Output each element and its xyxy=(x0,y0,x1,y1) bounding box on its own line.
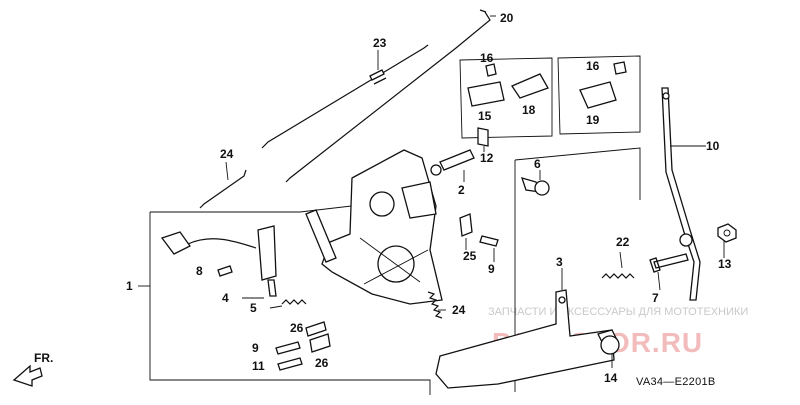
part-22-bolt xyxy=(600,335,620,355)
part-3-rod xyxy=(285,11,491,183)
callout-13: 5 xyxy=(250,301,257,315)
callout-18: 9 xyxy=(252,341,259,355)
callout-22: 14 xyxy=(604,371,618,385)
part-12-wire xyxy=(187,238,257,249)
callout-26: 19 xyxy=(586,113,600,127)
callout-24-right: 16 xyxy=(586,59,600,73)
part-25-connector xyxy=(511,73,549,99)
part-24-screw-left xyxy=(485,63,497,77)
part-2-hole xyxy=(662,92,670,100)
callout-1: 1 xyxy=(126,279,133,293)
part-11-hole xyxy=(558,296,566,304)
callout-23: 15 xyxy=(478,109,492,123)
callout-15: 7 xyxy=(652,291,659,305)
callout-2: 10 xyxy=(706,139,720,153)
part-1-boss xyxy=(369,191,395,217)
part-21-nut xyxy=(717,223,737,243)
part-24-screw-right xyxy=(613,61,627,75)
callout-8: 25 xyxy=(463,249,477,263)
leader-13 xyxy=(269,305,283,309)
callout-17: 9 xyxy=(488,262,495,276)
part-6-rod xyxy=(199,169,247,209)
callout-25: 18 xyxy=(522,103,536,117)
group-box-26 xyxy=(557,55,641,135)
callout-3: 20 xyxy=(500,11,514,25)
part-12-switch xyxy=(257,225,277,281)
front-direction-label: FR. xyxy=(34,351,53,365)
part-10-nut xyxy=(430,164,442,176)
part-5-rod xyxy=(261,44,429,149)
callout-11: 3 xyxy=(556,255,563,269)
group-box-23-25 xyxy=(459,57,553,139)
leader-6 xyxy=(225,161,229,181)
callout-9-lower: 26 xyxy=(315,356,329,370)
part-1-base-plate xyxy=(321,149,443,305)
part-3-hook xyxy=(479,9,487,13)
leader-4 xyxy=(619,251,623,269)
callout-24-left: 16 xyxy=(480,51,494,65)
front-arrow-icon xyxy=(12,364,43,387)
part-18-screw xyxy=(275,341,301,355)
callout-19: 11 xyxy=(252,359,265,373)
part-1-bracket xyxy=(401,181,437,219)
part-2-pivot xyxy=(679,233,693,247)
part-9-spring-upper xyxy=(305,321,327,337)
part-13-spring xyxy=(281,299,307,305)
callout-4: 22 xyxy=(616,235,630,249)
part-4-spring xyxy=(601,273,635,279)
group-outline-left xyxy=(149,211,431,395)
diagram-code: VA34—E2201B xyxy=(636,376,716,388)
part-21-hole xyxy=(723,229,731,237)
part-8-clip xyxy=(459,213,473,237)
part-1-ribs xyxy=(359,237,429,285)
part-9-spring-lower xyxy=(309,333,331,353)
callout-16: 8 xyxy=(196,264,203,278)
part-26-clamp xyxy=(579,81,617,109)
part-23-clamp xyxy=(467,81,505,107)
part-12-pin xyxy=(267,279,277,297)
part-2-lever xyxy=(661,87,701,301)
part-12-terminal xyxy=(160,231,191,255)
callout-14: 6 xyxy=(534,157,541,171)
part-19-screw xyxy=(277,357,303,371)
part-15-pin xyxy=(649,253,689,273)
group-outline-link xyxy=(299,204,361,213)
callout-9-upper: 26 xyxy=(290,321,304,335)
callout-12: 4 xyxy=(222,291,229,305)
part-14-head xyxy=(534,180,550,196)
part-7-spring xyxy=(427,291,443,319)
watermark-text: ЗАПЧАСТИ И АКСЕССУАРЫ ДЛЯ МОТОТЕХНИКИ xyxy=(488,306,748,318)
part-20-screw xyxy=(477,127,489,147)
part-16-screw xyxy=(217,265,233,277)
callout-20: 12 xyxy=(480,151,494,165)
callout-5: 23 xyxy=(373,36,387,50)
part-1-arm xyxy=(305,209,337,263)
leader-15 xyxy=(657,271,661,291)
callout-10: 2 xyxy=(458,183,465,197)
part-11-plate xyxy=(435,289,615,389)
callout-6: 24 xyxy=(220,147,234,161)
callout-7: 24 xyxy=(452,303,466,317)
part-10-body xyxy=(439,149,475,171)
part-5-spring xyxy=(369,69,387,85)
callout-21: 13 xyxy=(718,257,732,271)
part-17-screw xyxy=(479,235,499,247)
